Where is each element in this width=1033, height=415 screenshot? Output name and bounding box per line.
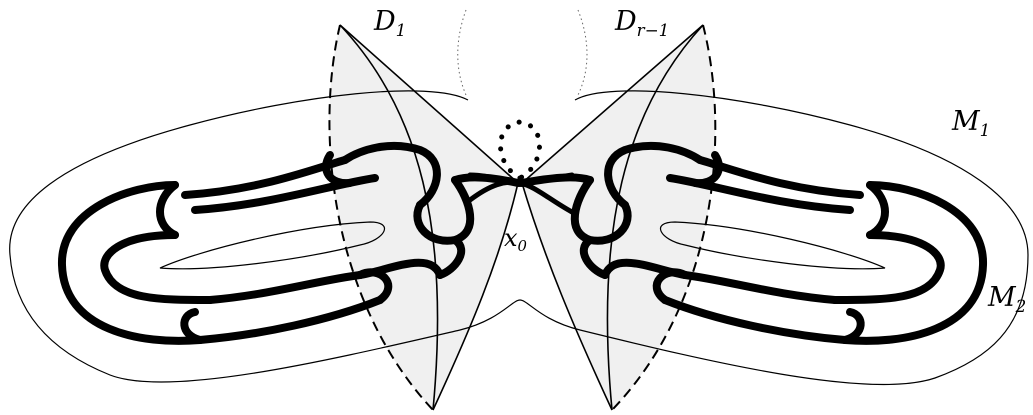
label-d1-main: D [374,6,396,37]
disk-d1-shading [329,25,518,410]
disk-dashed-boundaries [328,24,717,411]
label-x0: x0 [504,226,527,254]
dotted-guide-arcs [457,9,588,96]
label-d1-sub: 1 [395,19,407,40]
surface-m1-outline [9,90,1029,386]
label-m2-main: M [988,282,1016,313]
label-x0-sub: 0 [517,237,528,256]
dotted-loop [498,119,542,181]
disk-d-r-minus-1-shading [522,25,716,410]
label-m1-sub: 1 [979,119,991,140]
link-chain-right [518,141,988,345]
link-chain-left [57,141,522,345]
label-dr-sub: r−1 [636,19,670,40]
label-m1-main: M [952,106,980,137]
label-x0-main: x [504,224,518,252]
label-d1: D1 [374,8,406,39]
disk-solid-edges [339,24,704,411]
label-m2-sub: 2 [1015,295,1027,316]
basepoint-x0-dot [516,179,524,187]
label-m1: M1 [952,108,990,139]
label-dr-main: D [615,6,637,37]
label-d-r-minus-1: Dr−1 [615,8,669,39]
label-m2: M2 [988,284,1026,315]
